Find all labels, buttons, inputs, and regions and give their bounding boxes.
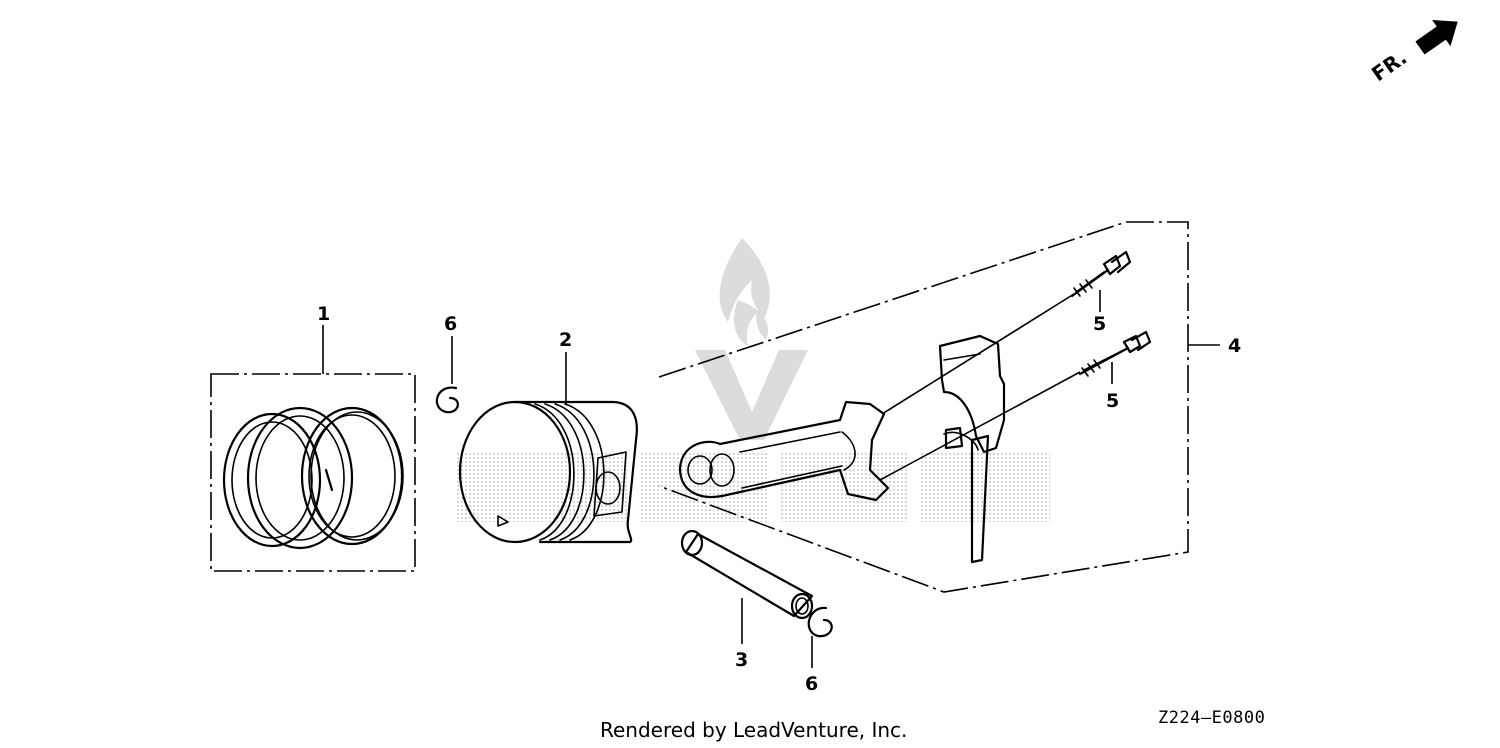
piston-pin-clip-upper: 6	[435, 313, 459, 414]
piston-icon	[458, 400, 638, 544]
callout-4: 4	[1228, 335, 1241, 357]
bolt-icon	[1078, 330, 1152, 377]
flame-v-logo-icon	[695, 238, 808, 440]
connecting-rod-icon	[678, 400, 890, 502]
rod-assembly-box	[658, 221, 1189, 593]
oil-dipper-icon	[970, 434, 990, 564]
callout-1: 1	[317, 303, 330, 325]
footer-credit: Rendered by LeadVenture, Inc.	[600, 718, 907, 742]
callout-5-upper: 5	[1093, 313, 1106, 335]
circlip-icon	[807, 606, 833, 638]
direction-label: FR.	[1367, 45, 1411, 86]
diagram-code: Z224—E0800	[1158, 708, 1265, 728]
ring-set-box	[210, 373, 416, 572]
callout-6-lower: 6	[805, 673, 818, 695]
connecting-rod-assembly: 4	[658, 221, 1241, 593]
piston-pin: 3	[680, 529, 814, 671]
piston-rings-icon	[222, 406, 404, 550]
piston-ring-set: 1	[210, 303, 416, 572]
arrow-right-icon	[1415, 19, 1458, 55]
front-direction-indicator: FR.	[1367, 19, 1458, 86]
connecting-rod-bolt-upper: 5	[1070, 250, 1132, 335]
honda-watermark-icon	[456, 452, 1050, 522]
callout-5-lower: 5	[1106, 390, 1119, 412]
connecting-rod-bolt-lower: 5	[1078, 330, 1152, 412]
callout-6-upper: 6	[444, 313, 457, 335]
watermark	[456, 238, 1050, 522]
piston-pin-icon	[680, 529, 814, 620]
rod-cap-icon	[938, 334, 1006, 564]
piston-pin-clip-lower: 6	[805, 606, 833, 695]
callout-3: 3	[735, 649, 748, 671]
callout-2: 2	[559, 329, 572, 351]
circlip-icon	[435, 386, 459, 414]
piston: 2	[458, 329, 638, 544]
bolt-icon	[1070, 250, 1132, 298]
